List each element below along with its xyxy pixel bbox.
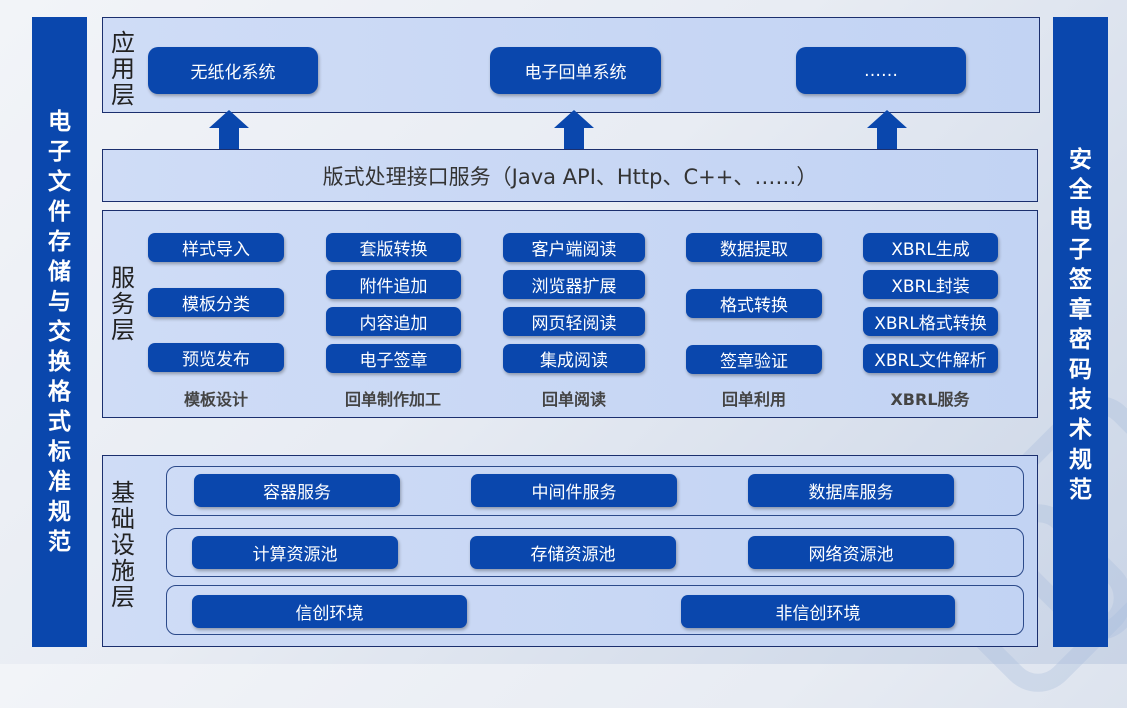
service-item[interactable]: 模板分类 xyxy=(148,288,284,317)
right-bar-char: 电 xyxy=(1069,207,1092,233)
service-item[interactable]: XBRL生成 xyxy=(863,233,998,262)
left-bar-char: 规 xyxy=(48,499,71,525)
right-bar-char: 范 xyxy=(1069,477,1092,503)
infra-item[interactable]: 非信创环境 xyxy=(681,595,955,628)
infra-item[interactable]: 网络资源池 xyxy=(748,536,954,569)
right-bar-char: 密 xyxy=(1069,327,1092,353)
label-char: 务 xyxy=(111,290,135,318)
label-char: 设 xyxy=(111,531,135,559)
service-item[interactable]: 网页轻阅读 xyxy=(503,307,645,336)
infra-row-resources xyxy=(166,528,1024,577)
application-layer-label: 应 用 层 xyxy=(111,30,135,108)
up-arrow-icon xyxy=(209,110,249,156)
service-item[interactable]: 预览发布 xyxy=(148,343,284,372)
service-item[interactable]: XBRL封装 xyxy=(863,270,998,299)
right-bar-char: 规 xyxy=(1069,447,1092,473)
service-item[interactable]: 格式转换 xyxy=(686,289,822,318)
left-bar-char: 换 xyxy=(48,349,71,375)
infra-item[interactable]: 中间件服务 xyxy=(471,474,677,507)
service-group-title: XBRL服务 xyxy=(890,390,970,409)
right-bar-char: 签 xyxy=(1069,267,1092,293)
label-char: 施 xyxy=(111,557,135,585)
service-item[interactable]: 电子签章 xyxy=(326,344,461,373)
right-standard-bar: 安 全 电 子 签 章 密 码 技 术 规 范 xyxy=(1053,17,1108,647)
right-bar-char: 章 xyxy=(1069,297,1092,323)
app-system-more[interactable]: …… xyxy=(796,47,966,94)
service-item[interactable]: 签章验证 xyxy=(686,345,822,374)
service-item[interactable]: 附件追加 xyxy=(326,270,461,299)
app-system-paperless[interactable]: 无纸化系统 xyxy=(148,47,318,94)
right-bar-char: 术 xyxy=(1069,417,1092,443)
application-layer: 应 用 层 无纸化系统 电子回单系统 …… xyxy=(102,17,1040,113)
right-bar-char: 技 xyxy=(1069,387,1092,413)
up-arrow-icon xyxy=(867,110,907,156)
left-bar-char: 交 xyxy=(48,319,71,345)
service-layer-label: 服 务 层 xyxy=(111,265,135,343)
service-group-title: 回单阅读 xyxy=(541,390,606,409)
api-service-text: 版式处理接口服务（Java API、Http、C++、……） xyxy=(322,164,818,189)
left-bar-char: 件 xyxy=(48,199,71,225)
service-layer: 服 务 层 样式导入 模板分类 预览发布 模板设计 套版转换 附件追加 内容追加… xyxy=(102,210,1038,418)
infra-item[interactable]: 数据库服务 xyxy=(748,474,954,507)
left-bar-char: 与 xyxy=(48,289,71,315)
service-group-title: 回单利用 xyxy=(721,390,786,409)
left-bar-char: 范 xyxy=(48,529,71,555)
infrastructure-layer: 基 础 设 施 层 容器服务 中间件服务 数据库服务 计算资源池 存储资源池 网… xyxy=(102,455,1038,647)
left-bar-char: 储 xyxy=(48,259,71,285)
infra-item[interactable]: 信创环境 xyxy=(192,595,467,628)
label-char: 服 xyxy=(111,264,135,292)
infrastructure-layer-label: 基 础 设 施 层 xyxy=(111,480,135,610)
infra-item[interactable]: 容器服务 xyxy=(194,474,400,507)
service-item[interactable]: 套版转换 xyxy=(326,233,461,262)
left-bar-char: 准 xyxy=(48,469,71,495)
right-bar-char: 安 xyxy=(1069,147,1092,173)
infra-row-services xyxy=(166,466,1024,516)
service-item[interactable]: XBRL格式转换 xyxy=(863,307,998,336)
left-bar-char: 格 xyxy=(48,379,71,405)
service-item[interactable]: 样式导入 xyxy=(148,233,284,262)
service-group-title: 回单制作加工 xyxy=(344,390,441,409)
right-bar-char: 子 xyxy=(1069,237,1092,263)
left-bar-char: 文 xyxy=(48,169,71,195)
service-item[interactable]: XBRL文件解析 xyxy=(863,344,998,373)
app-system-receipt[interactable]: 电子回单系统 xyxy=(490,47,661,94)
left-bar-char: 式 xyxy=(48,409,71,435)
label-char: 用 xyxy=(111,55,135,83)
left-bar-char: 电 xyxy=(48,109,71,135)
left-bar-char: 子 xyxy=(48,139,71,165)
infra-row-environments xyxy=(166,585,1024,635)
label-char: 应 xyxy=(111,29,135,57)
service-item[interactable]: 集成阅读 xyxy=(503,344,645,373)
right-bar-char: 全 xyxy=(1069,177,1092,203)
infra-item[interactable]: 计算资源池 xyxy=(192,536,398,569)
label-char: 层 xyxy=(111,81,135,109)
service-item[interactable]: 内容追加 xyxy=(326,307,461,336)
label-char: 层 xyxy=(111,583,135,611)
infra-item[interactable]: 存储资源池 xyxy=(470,536,676,569)
left-bar-char: 标 xyxy=(48,439,71,465)
label-char: 基 xyxy=(111,479,135,507)
right-bar-char: 码 xyxy=(1069,357,1092,383)
service-item[interactable]: 数据提取 xyxy=(686,233,822,262)
label-char: 础 xyxy=(111,505,135,533)
service-item[interactable]: 浏览器扩展 xyxy=(503,270,645,299)
label-char: 层 xyxy=(111,316,135,344)
service-group-title: 模板设计 xyxy=(183,390,248,409)
left-bar-char: 存 xyxy=(48,229,71,255)
up-arrow-icon xyxy=(554,110,594,156)
left-standard-bar: 电 子 文 件 存 储 与 交 换 格 式 标 准 规 范 xyxy=(32,17,87,647)
api-service-layer: 版式处理接口服务（Java API、Http、C++、……） xyxy=(102,149,1038,202)
service-item[interactable]: 客户端阅读 xyxy=(503,233,645,262)
